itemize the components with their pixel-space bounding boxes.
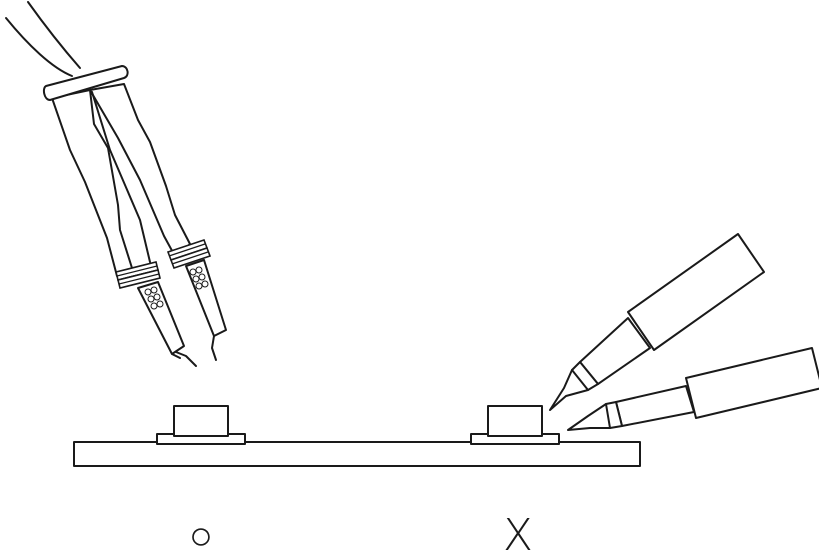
tweezer-right-coil	[166, 238, 212, 270]
needle-probe-icon	[549, 233, 819, 431]
tweezer-right-tip	[211, 335, 217, 361]
correct-mark: ○	[189, 513, 213, 556]
tweezer-cable-inner	[27, 1, 81, 69]
tweezer-right-arm	[89, 83, 191, 259]
needle-probe-lower	[567, 347, 819, 431]
tweezer-cable	[5, 17, 73, 77]
tweezer-left-arm	[51, 89, 133, 277]
tweezer-right-grip-dots	[189, 266, 209, 290]
component-right	[470, 405, 560, 445]
tweezer-split-line	[91, 91, 151, 263]
tweezer-left-tip	[175, 351, 197, 367]
tweezer-probe-icon	[5, 1, 227, 367]
tweezer-collar	[42, 65, 129, 101]
tweezer-left-coil	[115, 261, 161, 289]
component-left	[156, 405, 246, 445]
needle-probe-upper	[549, 233, 765, 411]
tweezer-left-grip-dots	[144, 286, 164, 310]
incorrect-mark: X	[503, 510, 533, 556]
circuit-board	[73, 441, 641, 467]
svg-text:X: X	[503, 510, 533, 556]
